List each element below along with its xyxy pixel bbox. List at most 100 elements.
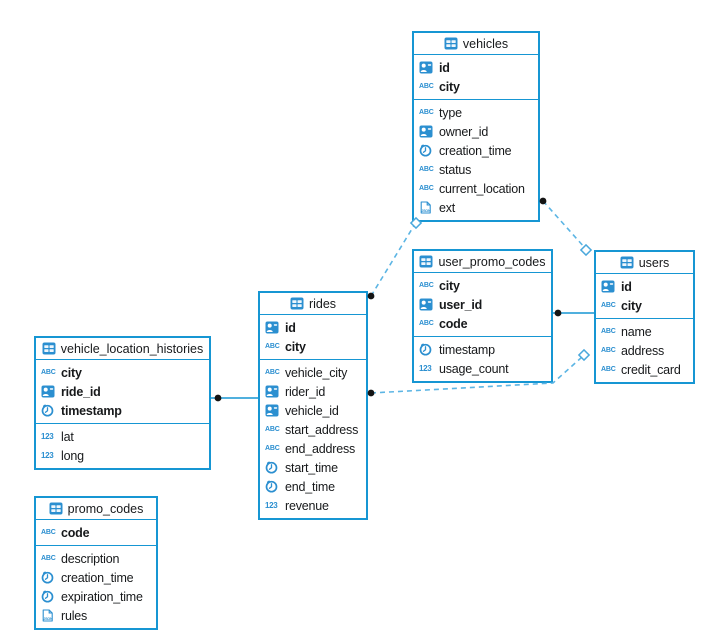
column-row[interactable]: creation_time [36,568,156,587]
clock-icon [419,343,432,356]
column-row[interactable]: end_time [260,477,366,496]
table-icon [419,255,433,268]
abc-text-type-icon: ABC [41,555,56,562]
column-row[interactable]: expiration_time [36,587,156,606]
column-name: usage_count [439,361,509,376]
column-row[interactable]: start_time [260,458,366,477]
table-icon [620,256,634,269]
column-name: name [621,324,652,339]
table-title: vehicles [462,36,509,51]
column-name: lat [61,429,74,444]
svg-text:JSON: JSON [421,209,431,213]
column-row[interactable]: id [260,318,366,337]
relationship-diamond-marker [577,348,591,362]
abc-text-type-icon: ABC [419,185,434,192]
abc-text-type-icon: ABC [601,328,616,335]
clock-icon [419,144,432,157]
abc-text-type-icon: ABC [601,302,616,309]
clock-icon [41,404,54,417]
abc-text-type-icon: ABC [265,445,280,452]
abc-text-type-icon: ABC [419,83,434,90]
column-row[interactable]: ABC name [596,322,693,341]
column-name: long [61,448,84,463]
column-name: address [621,343,665,358]
column-name: revenue [285,498,329,513]
table-header[interactable]: users [596,252,693,274]
abc-text-type-icon: ABC [265,343,280,350]
column-row[interactable]: rider_id [260,382,366,401]
column-name: vehicle_id [285,403,339,418]
column-row[interactable]: ABC description [36,549,156,568]
column-row[interactable]: 123 long [36,446,209,465]
column-name: description [61,551,120,566]
column-row[interactable]: timestamp [414,340,551,359]
column-row[interactable]: ride_id [36,382,209,401]
123-number-type-icon: 123 [41,450,54,460]
column-name: current_location [439,181,525,196]
json-document-icon: JSON [42,609,53,622]
table-header[interactable]: promo_codes [36,498,156,520]
column-row[interactable]: id [596,277,693,296]
table-icon [290,297,304,310]
column-name: type [439,105,462,120]
table-header[interactable]: vehicle_location_histories [36,338,209,360]
relationship-dot-marker [214,394,222,402]
table-icon [49,502,63,515]
column-row[interactable]: vehicle_id [260,401,366,420]
clock-icon [41,590,54,603]
column-row[interactable]: user_id [414,295,551,314]
table-header[interactable]: user_promo_codes [414,251,551,273]
table-title: user_promo_codes [438,254,546,269]
clock-icon [265,461,278,474]
column-row[interactable]: ABC current_location [414,179,538,198]
table-icon [42,342,56,355]
column-name: ride_id [61,384,101,399]
table-header[interactable]: vehicles [414,33,538,55]
svg-text:JSON: JSON [43,617,53,621]
table-title: promo_codes [67,501,144,516]
column-row[interactable]: id [414,58,538,77]
column-row[interactable]: owner_id [414,122,538,141]
relationship-dot-marker [367,389,375,397]
column-row[interactable]: creation_time [414,141,538,160]
table-header[interactable]: rides [260,293,366,315]
relationship-dot-marker [554,309,562,317]
column-name: timestamp [439,342,495,357]
column-name: code [61,525,90,540]
column-row[interactable]: timestamp [36,401,209,420]
